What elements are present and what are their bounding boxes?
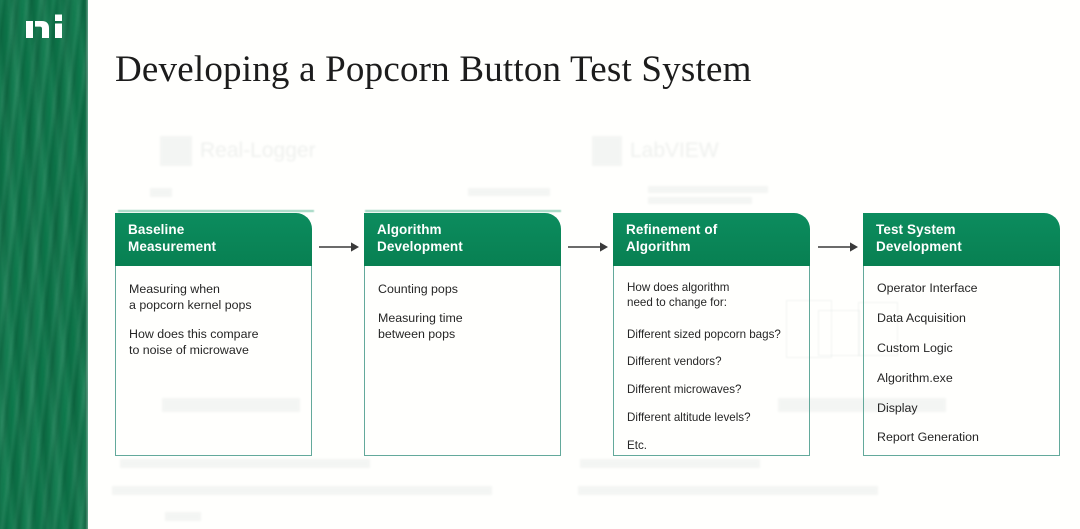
card-list-item: Display <box>877 400 918 415</box>
card-text-line: Counting pops <box>378 282 458 296</box>
ghost-text-right <box>648 186 768 193</box>
flow-card-body: Counting pops Measuring time between pop… <box>364 266 561 456</box>
sidebar-wave-pattern-tertiary <box>0 0 88 529</box>
ghost-bar-left <box>150 188 172 197</box>
card-list-item: Report Generation <box>877 430 979 445</box>
ghost-line-3 <box>112 486 492 495</box>
ghost-logo-right <box>592 136 622 166</box>
card-list-item: Etc. <box>627 438 647 452</box>
flow-card-body: Operator Interface Data Acquisition Cust… <box>863 266 1060 456</box>
card-text-line: Measuring when a popcorn kernel pops <box>129 282 252 312</box>
ghost-rule-right <box>365 210 561 212</box>
card-list-item: Different altitude levels? <box>627 411 751 425</box>
ni-logo-icon <box>25 13 67 39</box>
brand-sidebar <box>0 0 88 529</box>
flow-card-body: How does algorithm need to change for: D… <box>613 266 810 456</box>
flow-card-header: Algorithm Development <box>364 213 561 266</box>
flow-card-refinement-of-algorithm[interactable]: Refinement of Algorithm How does algorit… <box>613 213 810 456</box>
arrow-right-icon <box>817 240 859 254</box>
flow-card-header: Refinement of Algorithm <box>613 213 810 266</box>
ghost-line-2 <box>580 459 760 468</box>
card-list-item: Custom Logic <box>877 340 953 355</box>
card-list-item: Data Acquisition <box>877 310 966 325</box>
ghost-line-1 <box>120 459 370 468</box>
ghost-logo-left <box>160 136 192 166</box>
card-list-item: Different sized popcorn bags? <box>627 327 781 341</box>
card-lead-text: How does algorithm need to change for: <box>627 281 730 309</box>
card-list-item: Different vendors? <box>627 355 722 369</box>
ghost-label-left: Real-Logger <box>200 139 316 162</box>
ghost-line-5 <box>165 512 201 521</box>
ghost-line-4 <box>578 486 878 495</box>
flow-card-baseline-measurement[interactable]: Baseline Measurement Measuring when a po… <box>115 213 312 456</box>
flow-card-algorithm-development[interactable]: Algorithm Development Counting pops Meas… <box>364 213 561 456</box>
flow-card-test-system-development[interactable]: Test System Development Operator Interfa… <box>863 213 1060 456</box>
card-list-item: Algorithm.exe <box>877 370 953 385</box>
arrow-right-icon <box>567 240 609 254</box>
process-flow: Baseline Measurement Measuring when a po… <box>115 213 1065 458</box>
ghost-label-right: LabVIEW <box>630 139 719 162</box>
flow-card-header: Test System Development <box>863 213 1060 266</box>
sidebar-edge-highlight <box>85 0 88 529</box>
card-text-line: Measuring time between pops <box>378 310 463 341</box>
ghost-rule-left <box>118 210 314 212</box>
sidebar-wave-pattern-secondary <box>0 0 88 529</box>
page-title: Developing a Popcorn Button Test System <box>115 49 752 90</box>
flow-card-header: Baseline Measurement <box>115 213 312 266</box>
sidebar-wave-pattern <box>0 0 88 529</box>
card-text-line: How does this compare to noise of microw… <box>129 326 259 357</box>
card-list-item: Operator Interface <box>877 281 978 295</box>
flow-card-body: Measuring when a popcorn kernel pops How… <box>115 266 312 456</box>
ghost-text-right-2 <box>648 197 752 204</box>
ghost-text-left <box>468 188 550 196</box>
card-list-item: Different microwaves? <box>627 383 742 397</box>
arrow-right-icon <box>318 240 360 254</box>
